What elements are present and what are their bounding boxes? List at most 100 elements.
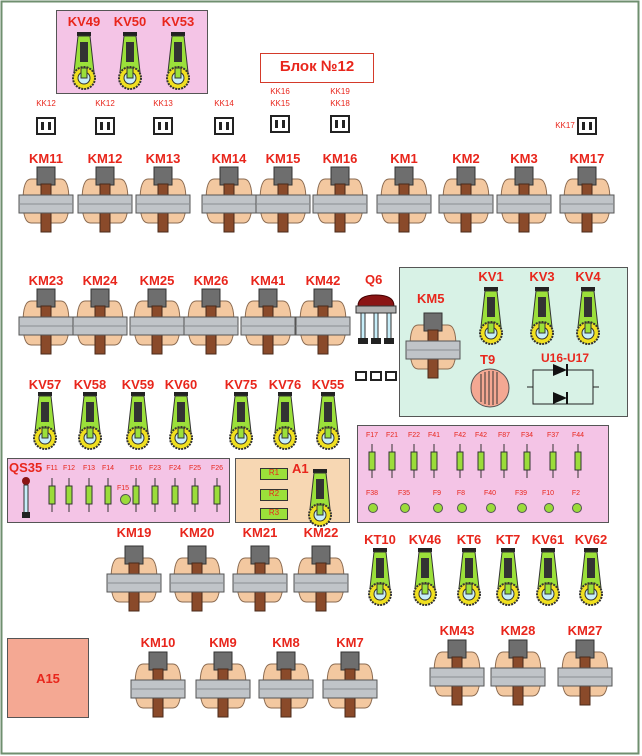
relay-kv4	[576, 287, 600, 345]
fuse-label: F17	[365, 432, 379, 439]
thermal-relay-label: KK14	[214, 99, 234, 108]
contactor-km11	[18, 166, 74, 233]
thermal-relay-label: KK15	[270, 99, 290, 108]
thermal-relay-label: KK19	[330, 87, 350, 96]
fuse-f21	[388, 444, 396, 478]
fuse-label: F87	[497, 432, 511, 439]
a15-label: A15	[36, 671, 60, 686]
thermal-relay-label: KK17	[555, 121, 575, 130]
q6-switch	[355, 294, 397, 344]
fuse-f23	[151, 478, 159, 512]
relay-label: KV46	[408, 532, 442, 547]
fuse-f40	[486, 503, 496, 513]
contactor-km27	[557, 639, 613, 706]
contactor-label: KM14	[211, 151, 247, 166]
fuse-f13	[85, 478, 93, 512]
contactor-label: KM10	[140, 635, 176, 650]
km5-label: KM5	[417, 291, 445, 306]
contactor-label: KM43	[439, 623, 475, 638]
fuse-f41	[430, 444, 438, 478]
fuse-f26	[213, 478, 221, 512]
fuse-f34	[523, 444, 531, 478]
contactor-label: KM17	[569, 151, 605, 166]
relay-kv60	[169, 392, 193, 450]
contactor-label: KM7	[336, 635, 364, 650]
fuse-f17	[368, 444, 376, 478]
relay-label: KV59	[121, 377, 155, 392]
fuse-label: F39	[514, 490, 528, 497]
relay-kt7	[496, 548, 520, 606]
fuse-label: F41	[427, 432, 441, 439]
f15-label: F15	[117, 485, 130, 492]
contactor-label: KM8	[272, 635, 300, 650]
relay-kv55	[316, 392, 340, 450]
t9-label: T9	[480, 352, 496, 367]
thermal-relay	[214, 117, 234, 135]
block-title-box	[260, 53, 374, 83]
contactor-label: KM25	[139, 273, 175, 288]
relay-kv75	[229, 392, 253, 450]
fuse-label: F42	[474, 432, 488, 439]
relay-label: KV61	[531, 532, 565, 547]
relay-kt6	[457, 548, 481, 606]
fuse-f25	[191, 478, 199, 512]
contactor-label: KM41	[250, 273, 286, 288]
fuse-f16	[132, 478, 140, 512]
contactor-label: KM19	[116, 525, 152, 540]
fuse-f87	[500, 444, 508, 478]
contactor-km19	[106, 545, 162, 612]
fuse-f44	[574, 444, 582, 478]
contactor-label: KM22	[303, 525, 339, 540]
contactor-label: KM20	[179, 525, 215, 540]
fuse-label: F10	[541, 490, 555, 497]
contactor-label: KM15	[265, 151, 301, 166]
fuse-f22	[410, 444, 418, 478]
contactor-label: KM11	[29, 151, 63, 166]
fuse-label: F2	[571, 490, 581, 497]
fuse-f2	[572, 503, 582, 513]
fuse-f38	[368, 503, 378, 513]
contactor-km9	[195, 651, 251, 718]
contactor-km17	[559, 166, 615, 233]
r1-label: R1	[268, 468, 280, 477]
contactor-km15	[255, 166, 311, 233]
fuse-f24	[171, 478, 179, 512]
contactor-km14	[201, 166, 257, 233]
contactor-label: KM3	[510, 151, 538, 166]
contactor-km1	[376, 166, 432, 233]
relay-kv50	[118, 32, 142, 90]
fuse-f14	[104, 478, 112, 512]
contactor-label: KM42	[305, 273, 341, 288]
contactor-km22	[293, 545, 349, 612]
thermal-relay	[577, 117, 597, 135]
relay-kt10	[368, 548, 392, 606]
contactor-label: KM26	[193, 273, 229, 288]
contactor-km43	[429, 639, 485, 706]
relay-label: KV75	[224, 377, 258, 392]
fuse-label: F13	[82, 465, 96, 472]
relay-kv76	[273, 392, 297, 450]
fuse-f10	[544, 503, 554, 513]
contactor-km25	[129, 288, 185, 355]
fuse-label: F23	[148, 465, 162, 472]
contactor-km28	[490, 639, 546, 706]
fuse-f9	[433, 503, 443, 513]
thermal-relay	[330, 115, 350, 133]
fuse-label: F22	[407, 432, 421, 439]
relay-kv57	[33, 392, 57, 450]
contactor-label: KM24	[82, 273, 118, 288]
a1-resistor-r1	[260, 468, 288, 480]
relay-label: KV4	[575, 269, 601, 284]
contactor-label: KM13	[145, 151, 181, 166]
contactor-km21	[232, 545, 288, 612]
relay-kv46	[413, 548, 437, 606]
contactor-label: KM23	[28, 273, 64, 288]
fuse-label: F12	[62, 465, 76, 472]
relay-label: KV50	[113, 14, 147, 29]
qs35-label: QS35	[9, 460, 43, 475]
rectifier-label: U16-U17	[541, 351, 590, 365]
block-title: Блок №12	[279, 58, 355, 75]
contactor-km7	[322, 651, 378, 718]
relay-kv59	[126, 392, 150, 450]
contactor-label: KM28	[500, 623, 536, 638]
